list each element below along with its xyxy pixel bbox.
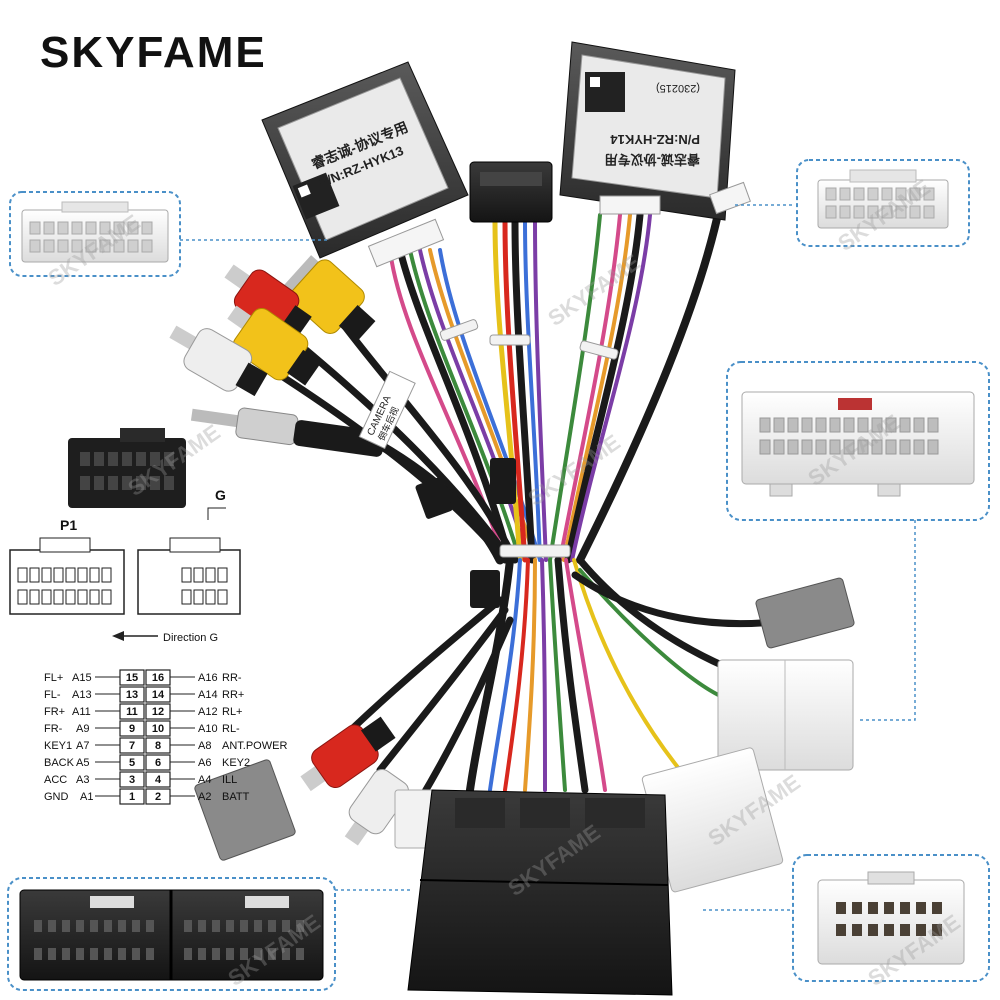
pin-number: 4 [155, 774, 162, 786]
pin-id-a10: A10 [198, 723, 218, 735]
inline-connectors [415, 458, 516, 608]
pin-number: 2 [155, 791, 161, 803]
callout-connector-5 [792, 854, 990, 982]
callout-connector-3 [726, 361, 990, 521]
pin-number: 1 [129, 791, 135, 803]
direction-label: Direction G [163, 632, 218, 644]
watermark: SKYFAME [223, 909, 324, 990]
iso-connector-diagram [9, 428, 241, 641]
right-module-part-number: P/N:RZ-HYK14 [610, 132, 700, 147]
watermark: SKYFAME [503, 819, 604, 900]
pin-name-fl-minus: FL- [44, 689, 61, 701]
pin-number: 5 [129, 757, 135, 769]
pin-name-ant-power: ANT.POWER [222, 740, 287, 752]
p1-label: P1 [60, 517, 77, 533]
pin-name-gnd: GND [44, 791, 69, 803]
right-module-code: (230215) [656, 82, 700, 94]
callout-connector-1 [9, 191, 181, 277]
pin-number: 12 [152, 706, 164, 718]
pin-name-key2: KEY2 [222, 757, 250, 769]
watermark: SKYFAME [543, 249, 644, 330]
pin-id-a5: A5 [76, 757, 89, 769]
pin-id-a14: A14 [198, 689, 218, 701]
pin-number: 9 [129, 723, 135, 735]
pin-id-a9: A9 [76, 723, 89, 735]
pin-id-a4: A4 [198, 774, 211, 786]
pin-id-a15: A15 [72, 672, 92, 684]
pin-id-a11: A11 [72, 706, 91, 718]
g-label: G [215, 487, 226, 503]
pin-name-rr-minus: RR- [222, 672, 242, 684]
pin-id-a3: A3 [76, 774, 89, 786]
pin-number: 11 [126, 706, 138, 718]
left-decoder-box [261, 61, 469, 268]
cable-ties [439, 319, 619, 558]
watermark: SKYFAME [43, 209, 144, 290]
pin-number: 6 [155, 757, 161, 769]
pin-id-a1: A1 [80, 791, 93, 803]
grey-connectors [194, 577, 855, 861]
pin-id-a13: A13 [72, 689, 92, 701]
pin-number: 16 [152, 672, 164, 684]
callout-connector-4 [7, 877, 336, 991]
pin-number: 10 [152, 723, 164, 735]
pin-id-a6: A6 [198, 757, 211, 769]
pin-number: 14 [152, 689, 165, 701]
watermark: SKYFAME [123, 419, 224, 500]
callout-connector-2 [796, 159, 970, 247]
iso-connector-top [469, 161, 553, 223]
pin-name-rl-plus: RL+ [222, 706, 243, 718]
pin-name-batt: BATT [222, 791, 250, 803]
watermark: SKYFAME [833, 174, 934, 255]
pin-name-back: BACK [44, 757, 75, 769]
rca-plugs [169, 255, 410, 846]
pin-number: 15 [126, 672, 138, 684]
callout-lines [180, 204, 916, 911]
pin-id-a7: A7 [76, 740, 89, 752]
pin-name-rl-minus: RL- [222, 723, 240, 735]
watermark: SKYFAME [703, 769, 804, 850]
pin-number: 8 [155, 740, 161, 752]
watermark: SKYFAME [803, 409, 904, 490]
pin-name-fl-plus: FL+ [44, 672, 63, 684]
watermark: SKYFAME [523, 429, 624, 510]
pin-id-a8: A8 [198, 740, 211, 752]
pin-name-fr-plus: FR+ [44, 706, 65, 718]
pin-name-acc: ACC [44, 774, 67, 786]
right-decoder-box [559, 41, 751, 221]
pin-name-fr-minus: FR- [44, 723, 63, 735]
pin-name-rr-plus: RR+ [222, 689, 244, 701]
pinout-leader-lines [95, 676, 195, 797]
pin-name-ill: ILL [222, 774, 237, 786]
right-module-label: 睿志诚-协议专用 [605, 152, 700, 167]
pin-number: 13 [126, 689, 138, 701]
pin-id-a12: A12 [198, 706, 218, 718]
pin-id-a2: A2 [198, 791, 211, 803]
pin-number: 3 [129, 774, 135, 786]
pin-name-key1: KEY1 [44, 740, 72, 752]
watermark: SKYFAME [863, 909, 964, 990]
brand-logo: SKYFAME [40, 28, 267, 77]
wire-bundle [276, 201, 794, 804]
pin-id-a16: A16 [198, 672, 218, 684]
main-vehicle-connector [407, 789, 673, 996]
pin-number: 7 [129, 740, 135, 752]
white-connectors [394, 659, 854, 893]
